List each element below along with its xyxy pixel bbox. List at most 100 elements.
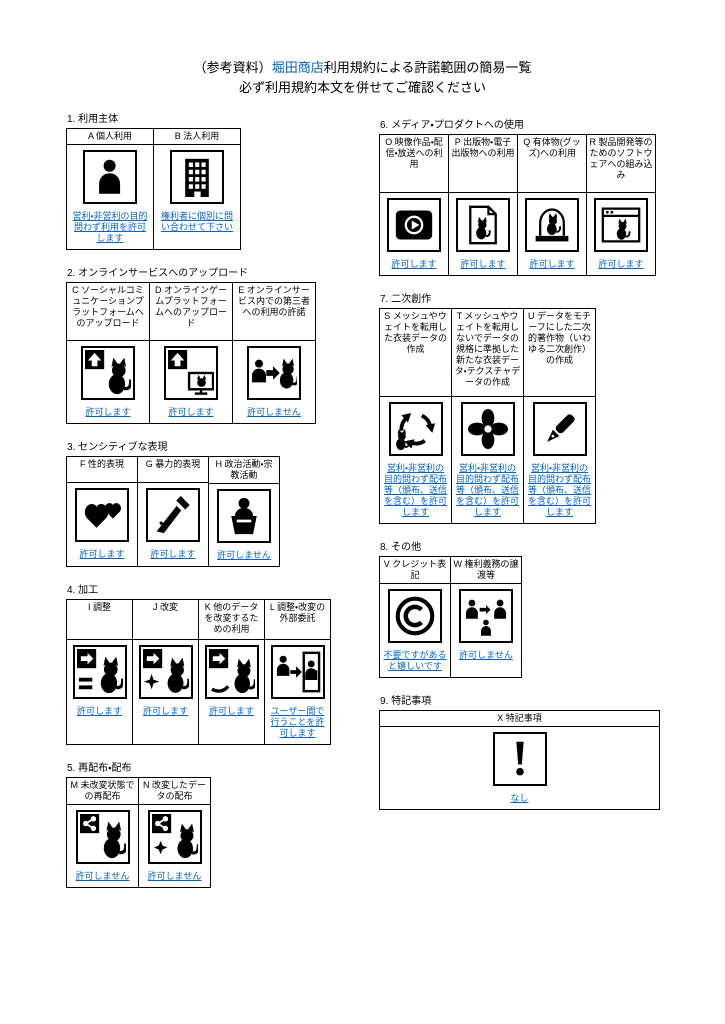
cell-status: 許可します (76, 706, 122, 716)
section-heading: 9. 特記事項 (380, 696, 432, 707)
cell-label: H 政治活動・宗教活動 (209, 457, 279, 484)
permission-cell-x: X 特記事項 なし (379, 710, 660, 810)
section-heading: 3. センシティブな表現 (67, 442, 168, 453)
section-heading: 6. メディア・プロダクトへの使用 (380, 120, 524, 131)
modify-icon (138, 645, 193, 699)
cell-label: B 法人利用 (154, 129, 240, 145)
permission-cell-a: A 個人利用 営利・非営利の目的問わず利用を許可します (66, 128, 154, 250)
cell-status: 営利・非営利の目的問わず配布等（頒布、送信を含む）を許可します (527, 463, 591, 517)
permission-cell-p: P 出版物・電子出版物への利用 許可します (448, 134, 518, 276)
section-online-upload: 2. オンラインサービスへのアップロード C ソーシャルコミュニケーションプラッ… (66, 264, 371, 424)
cell-status: 営利・非営利の目的問わず利用を許可します (72, 211, 148, 243)
cell-status: 許可します (168, 407, 214, 417)
icon-area (67, 145, 153, 209)
permission-cell-m: M 未改変状態での再配布 許可しません (66, 777, 139, 888)
cell-label: K 他のデータを改変するための利用 (199, 600, 264, 640)
icon-area (133, 640, 198, 704)
permission-cell-e: E オンラインサービス内での第三者への利用の許諾 許可しません (232, 282, 316, 424)
cell-status: なし (510, 793, 529, 803)
video-play-icon (387, 198, 441, 252)
icon-area (199, 640, 264, 704)
permission-table: O 映像作品・配信・放送への利用 許可します P 出版物・電子出版 (379, 134, 679, 276)
icon-area (67, 483, 137, 547)
icon-area (518, 193, 586, 257)
title-suffix: 利用規約による許諾範囲の簡易一覧 (323, 60, 532, 75)
permission-cell-j: J 改変 許可します (132, 599, 199, 745)
cell-status: 許可します (598, 259, 644, 269)
section-heading: 7. 二次創作 (380, 294, 432, 305)
permission-cell-l: L 調整・改変の外部委託 ユーザー間で行うことを許可し (264, 599, 331, 745)
permission-table: F 性的表現 許可します G 暴力的表現 (66, 456, 371, 567)
cell-status: 許可します (391, 259, 437, 269)
section-heading: 4. 加工 (67, 585, 99, 596)
cell-label: M 未改変状態での再配布 (67, 778, 138, 805)
cell-label: S メッシュやウェイトを転用した衣装データの作成 (380, 309, 451, 397)
icon-area (380, 397, 451, 461)
cell-status: 権利者に個別に問い合わせて下さい (160, 211, 233, 232)
fanart-pen-icon (532, 402, 587, 456)
section-others: 8. その他 V クレジット表記 不要ですがあると嬉しいです (379, 538, 679, 678)
third-party-license-icon (247, 346, 301, 400)
icon-area (380, 584, 450, 648)
cell-label: F 性的表現 (67, 457, 137, 483)
cell-status: 許可しません (459, 650, 513, 660)
section-heading: 1. 利用主体 (67, 114, 119, 125)
permission-cell-b: B 法人利用 (153, 128, 241, 250)
cell-status: 許可しません (147, 871, 202, 881)
section-heading: 8. その他 (380, 542, 422, 553)
title-prefix: （参考資料） (193, 60, 272, 75)
icon-area (154, 145, 240, 209)
exclamation-icon (492, 732, 547, 786)
cell-status: 許可します (208, 706, 254, 716)
costume-reuse-recycle-icon (388, 402, 443, 456)
icon-area (138, 483, 208, 547)
permission-cell-v: V クレジット表記 不要ですがあると嬉しいです (379, 556, 451, 678)
adjust-icon (72, 645, 127, 699)
section-derivative-works: 7. 二次創作 S メッシュやウェイトを転用した衣装データの作成 (379, 290, 679, 524)
cell-label: I 調整 (67, 600, 132, 640)
cell-status: ユーザー間で行うことを許可します (270, 706, 325, 738)
cell-status: 許可しません (217, 550, 271, 560)
upload-game-icon (164, 346, 218, 400)
icon-area (233, 341, 315, 405)
cell-label: P 出版物・電子出版物への利用 (449, 135, 517, 193)
goods-figure-icon (525, 198, 579, 252)
cell-status: 許可します (529, 259, 575, 269)
cell-status: 許可します (85, 407, 131, 417)
section-heading: 2. オンラインサービスへのアップロード (67, 268, 249, 279)
permission-cell-r: R 製品開発等のためのソフトウェアへの組み込み 許可します (586, 134, 656, 276)
cell-label: A 個人利用 (67, 129, 153, 145)
icon-area (380, 727, 659, 791)
cell-label: E オンラインサービス内での第三者への利用の許諾 (233, 283, 315, 341)
building-icon (170, 150, 224, 204)
upload-social-icon (81, 346, 135, 400)
cell-status: 許可します (460, 259, 506, 269)
left-column: 1. 利用主体 A 個人利用 営利・非営利の目的問わず利用を許可します B 法人… (66, 110, 371, 902)
cell-label: Q 有体物(グッズ)への利用 (518, 135, 586, 193)
icon-area (451, 584, 521, 648)
cell-label: X 特記事項 (380, 711, 659, 727)
permission-cell-s: S メッシュやウェイトを転用した衣装データの作成 (379, 308, 452, 524)
permission-table: M 未改変状態での再配布 許可しません N 改変したデータの配布 (66, 777, 371, 888)
knife-icon (146, 488, 200, 542)
permission-table: V クレジット表記 不要ですがあると嬉しいです W 権利義務の譲渡等 (379, 556, 679, 678)
cell-status: 不要ですがあると嬉しいです (383, 650, 447, 671)
icon-area (67, 640, 132, 704)
icon-area (150, 341, 232, 405)
cell-label: R 製品開発等のためのソフトウェアへの組み込み (587, 135, 655, 193)
hotta-shoten-link[interactable]: 堀田商店 (271, 60, 324, 75)
icon-area (380, 193, 448, 257)
permission-cell-n: N 改変したデータの配布 許可しません (138, 777, 211, 888)
permission-cell-w: W 権利義務の譲渡等 許可しません (450, 556, 522, 678)
permission-table: C ソーシャルコミュニケーションプラットフォームへのアップロード 許可します D… (66, 282, 371, 424)
rights-transfer-icon (459, 589, 513, 643)
cell-status: 営利・非営利の目的問わず配布等（頒布、送信を含む）を許可します (455, 463, 519, 517)
cell-label: T メッシュやウェイトを転用しないでデータの規格に準拠した新たな衣装データ・テク… (452, 309, 523, 397)
permission-cell-i: I 調整 許可します (66, 599, 133, 745)
hearts-icon (75, 488, 129, 542)
outsource-icon (270, 645, 325, 699)
new-costume-flower-icon (460, 402, 515, 456)
page-subtitle: 必ず利用規約本文を併せてご確認ください (238, 80, 486, 95)
publication-icon (456, 198, 510, 252)
section-heading: 5. 再配布・配布 (67, 763, 132, 774)
